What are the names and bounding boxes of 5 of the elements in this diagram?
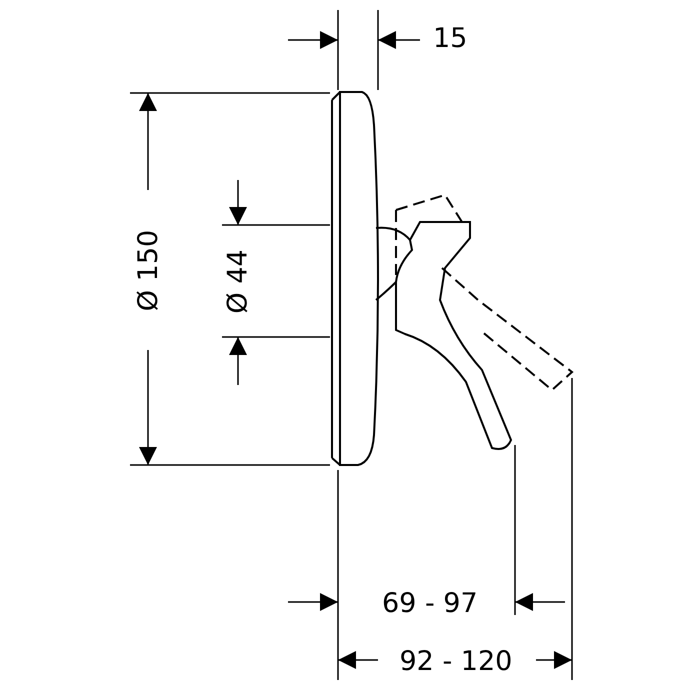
dimension-label: 92 - 120	[400, 648, 512, 674]
dimension-label: Ø 150	[134, 229, 162, 311]
dimension-label: 15	[433, 24, 468, 52]
dimension-label: 69 - 97	[382, 590, 478, 616]
dimension-label: Ø 44	[224, 248, 252, 314]
